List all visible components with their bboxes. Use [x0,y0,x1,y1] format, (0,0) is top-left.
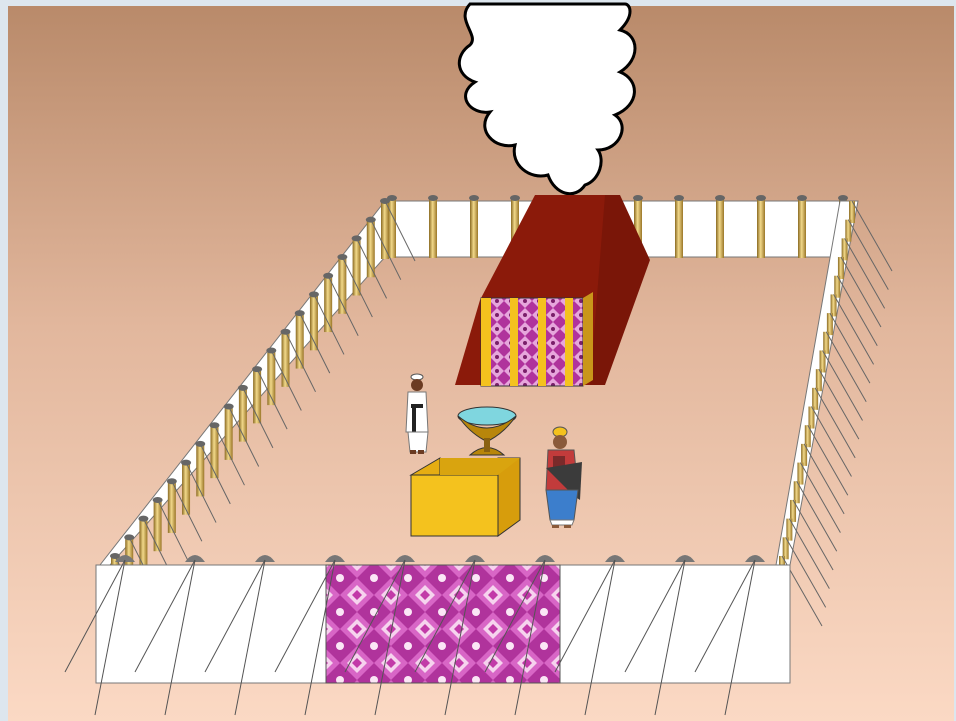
pillar [225,407,233,460]
pillar [139,519,147,570]
pillar-cap [756,195,766,201]
pillar-cap [510,195,520,201]
pillar-cap [633,195,643,201]
pillar [388,198,396,258]
pillar [470,198,478,258]
pillar [182,463,190,515]
front-fence [96,565,790,683]
pillar [798,198,806,258]
pillar-cap [674,195,684,201]
pillar-cap [838,195,848,201]
pillar [353,238,361,295]
pillar [338,257,346,314]
pillar-cap [469,195,479,201]
pillar-cap [715,195,725,201]
pillar-cap [428,195,438,201]
pillar [196,444,204,497]
pillar [239,388,247,442]
pillar-cap [797,195,807,201]
pillar [210,425,218,478]
pillar [429,198,437,258]
pillar [757,198,765,258]
pillar [716,198,724,258]
pillar [367,220,375,278]
pillar [675,198,683,258]
pillar [381,201,389,259]
pillar [168,481,176,533]
pillar [154,500,162,551]
bronze-altar [411,458,520,536]
